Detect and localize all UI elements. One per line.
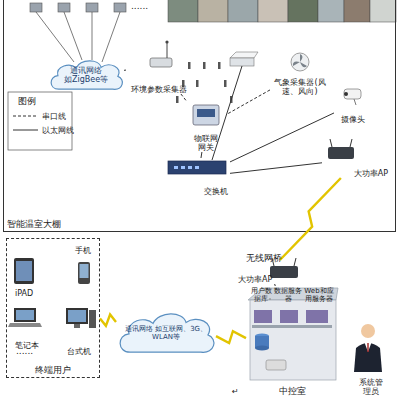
server-node: 用户数据库 [248, 287, 274, 323]
node-label: 大功率AP [354, 169, 388, 178]
node-label: 摄像头 [334, 115, 372, 124]
gateway-node: 物联网网关 [186, 100, 226, 152]
node-label: 中控室 [246, 386, 338, 396]
node-label: 大功率AP [238, 275, 272, 284]
network-cloud: 通讯网络 如互联网、3G、WLAN等 [116, 310, 216, 356]
switch-icon [168, 161, 226, 174]
serial-line [226, 90, 270, 115]
wireless-link [100, 314, 116, 325]
ap-node: 大功率AP [238, 260, 304, 284]
sensor-icons [30, 3, 126, 12]
node-label: 环境参数采集器 [126, 85, 192, 94]
server-node: 数据服务器 [274, 287, 302, 323]
node-label: 气象采集器(风速、风向) [274, 78, 326, 96]
node-label: 数据服务器 [274, 287, 302, 303]
control-room: 中控室 用户数据库数据服务器Web和应用服务器 [246, 286, 338, 396]
ethernet-line [274, 284, 276, 286]
camera-icon [344, 89, 361, 105]
gateway-icon [193, 105, 219, 125]
terminal-box: 终端用户 iPAD 手机笔记本台式机 [6, 238, 100, 378]
node-label: Web和应用服务器 [302, 287, 336, 303]
edge-label: 无线网桥 [246, 252, 282, 265]
device-node: 手机 [68, 246, 98, 292]
free-label: ↵ [232, 387, 239, 396]
fan-icon [291, 53, 309, 71]
admin-node: 系统管理员 [348, 318, 394, 396]
wireless-link [280, 178, 341, 260]
sensor-wires [36, 12, 120, 62]
node-label: 台式机 [60, 347, 98, 356]
greenhouse-photos [168, 0, 396, 22]
ethernet-line [230, 113, 334, 162]
node-label: 终端用户 [7, 365, 99, 375]
cloud-outline [51, 61, 122, 89]
sensor-dots [176, 62, 233, 103]
node-label: 交换机 [204, 187, 228, 196]
node-label: 物联网网关 [192, 134, 220, 152]
collector-icon [150, 40, 172, 67]
ethernet-line [200, 152, 202, 158]
camera-node: 摄像头 [334, 84, 372, 124]
device-node: 台式机 [60, 304, 98, 356]
node-label: 智能温室大棚 [7, 219, 61, 229]
node-label: 通讯网络 如ZigBee等 [52, 66, 120, 84]
device-node: 笔记本 [6, 304, 48, 350]
network-cloud: 通讯网络 如ZigBee等 [48, 58, 124, 92]
collector-node: 环境参数采集器 [126, 38, 192, 94]
node-label: 通讯网络 如互联网、3G、WLAN等 [122, 325, 210, 341]
weather-node: 气象采集器(风速、风向) [270, 50, 330, 96]
device-node: iPAD [8, 252, 40, 298]
serial-line [181, 94, 186, 100]
switch-node: 交换机 [166, 158, 230, 196]
free-label: ...... [16, 346, 33, 356]
wireless-link [216, 331, 246, 343]
cloud-outline [120, 314, 214, 352]
server-node: Web和应用服务器 [302, 287, 336, 323]
legend-box [8, 92, 72, 150]
ethernet-line [230, 163, 322, 174]
node-label: 手机 [68, 246, 98, 255]
admin-figure [354, 324, 382, 372]
ethernet-line [124, 70, 126, 71]
legend-text: 串口线 [42, 111, 66, 122]
control-room-building [248, 288, 338, 380]
free-label: 图例 [18, 95, 36, 108]
terminal-icons [8, 258, 96, 328]
node-label: 系统管理员 [356, 378, 386, 396]
ap-icon [328, 139, 354, 159]
legend-text: 以太网线 [42, 125, 74, 136]
ap-node: 大功率AP [322, 140, 388, 178]
node-label: iPAD [8, 289, 40, 298]
free-label: ...... [131, 1, 148, 11]
node-label: 用户数据库 [248, 287, 274, 303]
